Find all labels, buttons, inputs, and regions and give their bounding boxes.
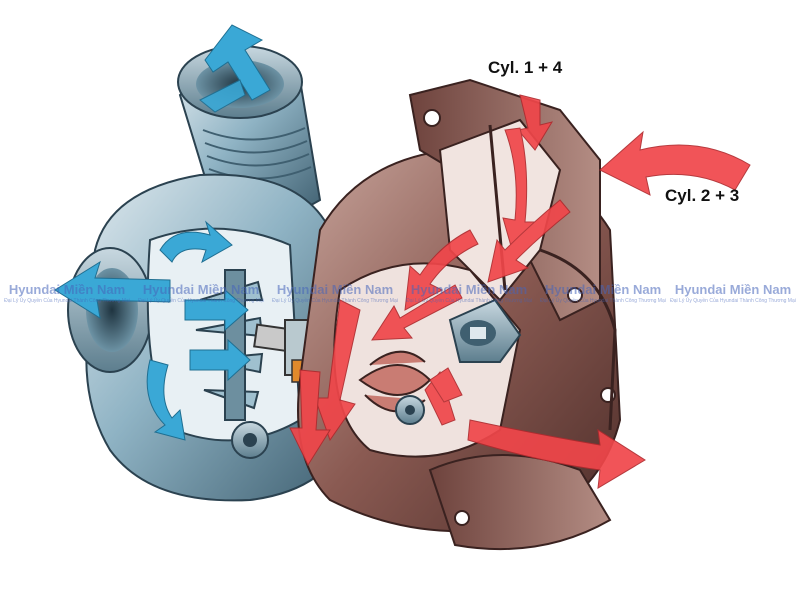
- watermark-name: Hyundai Miền Nam: [142, 282, 260, 297]
- red-arrow-icon: [517, 94, 554, 151]
- watermark-tagline: Đại Lý Ủy Quyền Của Hyundai Thành Công T…: [4, 298, 130, 304]
- red-arrow-icon: [404, 229, 479, 311]
- watermark: Hyundai Miền Nam Đại Lý Ủy Quyền Của Hyu…: [136, 282, 266, 304]
- watermark: Hyundai Miền Nam Đại Lý Ủy Quyền Của Hyu…: [270, 282, 400, 304]
- blue-arrow-icon: [54, 260, 171, 320]
- watermark-name: Hyundai Miền Nam: [544, 282, 662, 297]
- watermark-tagline: Đại Lý Ủy Quyền Của Hyundai Thành Công T…: [670, 298, 796, 304]
- red-arrow-icon: [314, 299, 361, 442]
- watermark-name: Hyundai Miền Nam: [410, 282, 528, 297]
- label-cyl-2-3: Cyl. 2 + 3: [665, 186, 740, 205]
- label-cyl-1-4: Cyl. 1 + 4: [488, 58, 563, 77]
- watermark-name: Hyundai Miền Nam: [276, 282, 394, 297]
- watermark: Hyundai Miền Nam Đại Lý Ủy Quyền Của Hyu…: [2, 282, 132, 304]
- blue-arrow-icon: [204, 24, 271, 101]
- red-arrow-icon: [599, 130, 751, 196]
- blue-arrow-icon: [189, 338, 251, 382]
- red-arrow-icon: [487, 199, 571, 283]
- watermark-tagline: Đại Lý Ủy Quyền Của Hyundai Thành Công T…: [272, 298, 398, 304]
- blue-arrow-icon: [184, 288, 249, 332]
- blue-arrow-icon: [199, 79, 246, 113]
- intake-airflow: [54, 24, 271, 441]
- watermark-name: Hyundai Miền Nam: [8, 282, 126, 297]
- watermark: Hyundai Miền Nam Đại Lý Ủy Quyền Của Hyu…: [668, 282, 798, 304]
- red-arrow-icon: [467, 419, 646, 489]
- red-arrow-icon: [289, 369, 331, 467]
- exhaust-flow: [289, 94, 751, 489]
- watermark-tagline: Đại Lý Ủy Quyền Của Hyundai Thành Công T…: [138, 298, 264, 304]
- watermark-name: Hyundai Miền Nam: [674, 282, 792, 297]
- blue-arrow-icon: [146, 359, 186, 441]
- red-arrow-icon: [371, 284, 463, 341]
- watermark: Hyundai Miền Nam Đại Lý Ủy Quyền Của Hyu…: [538, 282, 668, 304]
- red-arrow-icon: [429, 367, 463, 403]
- blue-arrow-icon: [159, 220, 233, 264]
- watermark-tagline: Đại Lý Ủy Quyền Của Hyundai Thành Công T…: [540, 298, 666, 304]
- watermark: Hyundai Miền Nam Đại Lý Ủy Quyền Của Hyu…: [404, 282, 534, 304]
- watermark-tagline: Đại Lý Ủy Quyền Của Hyundai Thành Công T…: [406, 298, 532, 304]
